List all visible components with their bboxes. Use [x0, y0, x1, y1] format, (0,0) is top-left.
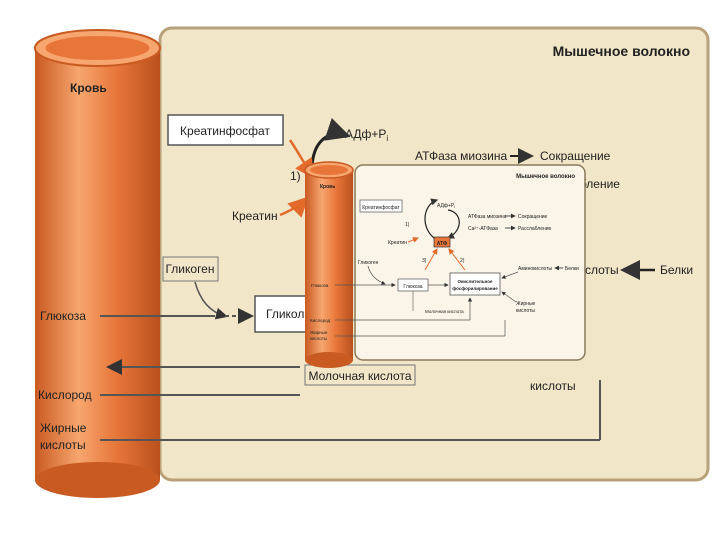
- inset-cycle-left-arrow: [424, 198, 439, 241]
- glycogen-label: Гликоген: [165, 262, 214, 276]
- inset-panel-title: Мышечное волокно: [516, 174, 575, 180]
- inset-oxphos-label-1: Окислительное: [458, 279, 493, 284]
- inset-lactic-acid-label: Молочная кислота: [425, 309, 464, 314]
- blood-label: Кровь: [70, 81, 107, 95]
- glycogen-arrow: [194, 281, 228, 320]
- inset-creatine-label: Креатин: [388, 240, 407, 246]
- glucose-label: Глюкоза: [40, 309, 86, 323]
- amino-acids-trunc-label: слоты: [585, 263, 619, 277]
- inset-oxphos-box: [449, 272, 501, 296]
- inset-amino-arrow: [501, 271, 519, 279]
- glycogen-box: [162, 256, 219, 282]
- inset-step-1-label: 1): [405, 222, 410, 228]
- contraction-label: Сокращение: [540, 149, 611, 163]
- inset-atpase-myosin-label: АТФаза миозина: [468, 214, 507, 220]
- panel-title: Мышечное волокно: [553, 43, 690, 59]
- step-1-label: 1): [290, 169, 301, 183]
- creatine-phosphate-label: Креатинфосфат: [180, 124, 270, 138]
- proteins-label: Белки: [660, 263, 693, 277]
- inset-diagram: Мышечное волокно Кровь Креатинфосфат АДф…: [304, 161, 586, 368]
- inset-cycle-right-arrow: [446, 209, 460, 239]
- creatine-label: Креатин: [232, 209, 278, 223]
- atpase-myosin-label: АТФаза миозина: [415, 149, 507, 163]
- inset-oxphos-label-2: фосфорилирование: [452, 285, 498, 291]
- inset-fatty-acids-1: Жирные: [310, 330, 328, 335]
- inset-blood-label: Кровь: [320, 184, 335, 190]
- inset-fatty-acids-2: кислоты: [310, 336, 327, 341]
- inset-atp-label: АТФ: [437, 241, 448, 247]
- inset-glucose-box-label: Глюкоза: [403, 284, 422, 290]
- oxygen-label: Кислород: [38, 388, 92, 402]
- inset-adp-pi-label: АДф+Рi: [437, 203, 455, 209]
- creatine-arrow: [279, 196, 309, 218]
- inset-blood-vessel: [304, 161, 354, 368]
- fatty-acids-label-2: кислоты: [40, 438, 86, 452]
- inset-glucose-label: Глюкоза: [311, 283, 329, 288]
- inset-fatty-acids-arrow: [501, 291, 517, 303]
- inset-amino-acids-label: Аминокислоты: [518, 266, 553, 272]
- creatine-phosphate-box: [167, 114, 284, 146]
- inset-glycogen-arrow: [367, 265, 386, 285]
- lactic-acid-label: Молочная кислота: [308, 369, 411, 383]
- fatty-acids-label-1: Жирные: [40, 421, 87, 435]
- inset-fatty-acids-right-2: кислоты: [516, 308, 535, 314]
- inset-relaxation-label: Расслабление: [518, 226, 552, 232]
- blood-vessel: [34, 29, 161, 498]
- inset-step-3-label: 3): [422, 258, 427, 264]
- inset-ca-atpase-label: Ca²⁺-АТФаза: [468, 226, 498, 232]
- inset-oxphos-atp-arrow: [448, 248, 466, 271]
- glucose-box-label: Гликол: [266, 307, 304, 321]
- adp-pi-label: АДф+Рi: [345, 127, 388, 143]
- inset-contraction-label: Сокращение: [518, 214, 548, 220]
- inset-glycolysis-atp-arrow: [424, 248, 438, 271]
- inset-atp-box: [433, 236, 451, 248]
- acids-label: кислоты: [530, 379, 576, 393]
- inset-creatine-phosphate-box: [359, 199, 403, 213]
- lactic-acid-box: [304, 364, 416, 386]
- inset-panel: [354, 164, 586, 361]
- inset-proteins-label: Белки: [565, 266, 579, 272]
- glucose-box: [254, 295, 311, 333]
- inset-oxygen-label: Кислород: [310, 318, 330, 323]
- inset-creatine-phosphate-label: Креатинфосфат: [362, 205, 400, 211]
- inset-step-2-label: 2): [460, 258, 465, 264]
- inset-creatine-arrow: [407, 237, 419, 243]
- inset-fatty-acids-right-1: Жирные: [516, 301, 536, 307]
- inset-glycogen-label: Гликоген: [358, 260, 379, 266]
